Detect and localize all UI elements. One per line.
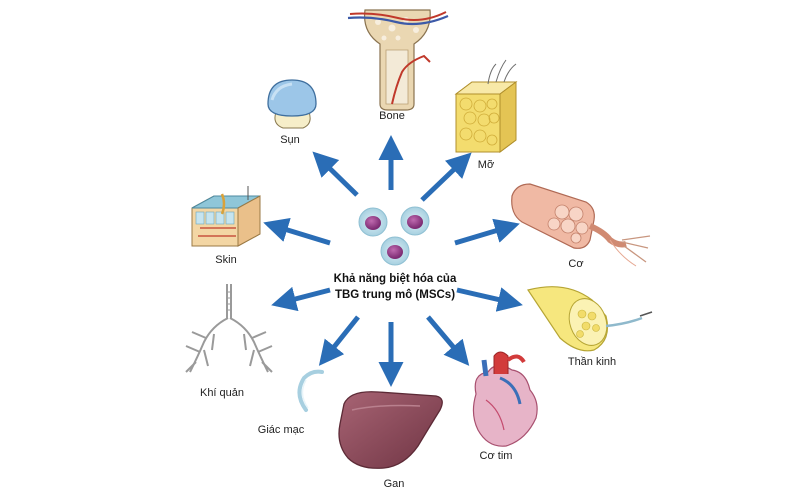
stem-cell-icon <box>380 236 410 266</box>
label-mo: Mỡ <box>477 159 495 171</box>
stem-cell-icon <box>358 207 388 237</box>
nerve-icon <box>527 286 653 352</box>
skin-icon <box>191 186 261 247</box>
center-caption-line2: TBG trung mô (MSCs) <box>334 289 456 301</box>
label-skin: Skin <box>215 254 237 266</box>
cartilage-icon <box>267 79 317 129</box>
stem-cell-icon <box>400 206 430 236</box>
center-caption-line1: Khả năng biệt hóa của <box>333 273 457 285</box>
cornea-icon <box>297 369 324 412</box>
liver-icon <box>338 391 443 469</box>
trachea-icon <box>185 284 273 373</box>
arrow-to-co-tim <box>426 315 470 366</box>
heart-icon <box>472 351 538 447</box>
arrow-to-co <box>454 218 520 246</box>
label-giac-mac: Giác mạc <box>257 424 305 436</box>
label-gan: Gan <box>383 478 405 490</box>
arrow-to-khi-quan <box>271 286 331 312</box>
arrow-to-giac-mac <box>318 315 360 366</box>
center-caption: Khả năng biệt hóa của TBG trung mô (MSCs… <box>334 271 457 303</box>
stem-cells <box>358 206 430 266</box>
label-co-tim: Cơ tim <box>479 450 513 462</box>
arrow-to-mo <box>420 152 472 202</box>
label-khi-quan: Khí quản <box>199 387 245 399</box>
label-sun: Sụn <box>280 134 300 146</box>
arrows <box>263 135 523 387</box>
arrow-to-sun <box>312 151 359 197</box>
bone-icon <box>347 9 449 111</box>
label-co: Cơ <box>568 258 584 270</box>
label-than-kinh: Thần kinh <box>567 356 617 368</box>
label-bone: Bone <box>379 110 405 122</box>
muscle-icon <box>511 183 651 267</box>
arrow-to-skin <box>263 217 331 246</box>
arrow-to-than-kinh <box>456 287 523 312</box>
fat-tissue-icon <box>454 59 518 153</box>
